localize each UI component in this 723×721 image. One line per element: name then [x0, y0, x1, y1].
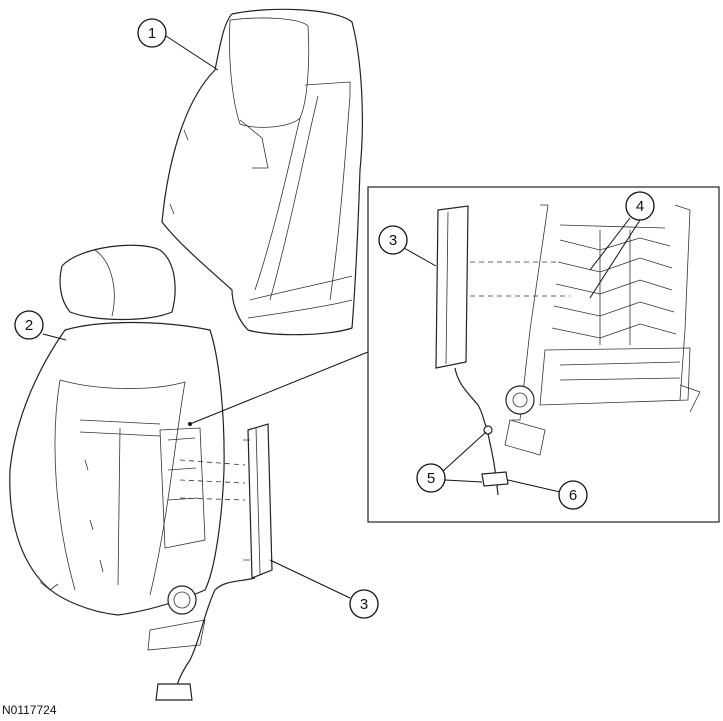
callout-2: 2 — [14, 310, 67, 341]
figure-id-label: N0117724 — [2, 703, 57, 717]
svg-text:6: 6 — [569, 487, 577, 504]
side-airbag-module-main — [155, 423, 273, 701]
svg-text:2: 2 — [25, 317, 33, 334]
svg-text:3: 3 — [389, 232, 397, 249]
svg-text:5: 5 — [427, 470, 435, 487]
callout-5: 5 — [416, 431, 487, 493]
svg-text:1: 1 — [148, 25, 156, 42]
detail-leader-line — [189, 351, 369, 425]
callout-6: 6 — [507, 479, 588, 510]
detail-anchor-dot — [188, 422, 192, 426]
callout-4: 4 — [589, 191, 655, 299]
callout-3-main: 3 — [269, 559, 379, 619]
svg-text:3: 3 — [360, 596, 368, 613]
svg-text:4: 4 — [636, 198, 644, 215]
callout-3-detail: 3 — [378, 225, 437, 267]
seat-back-cover — [161, 8, 363, 336]
seat-back-assembly — [9, 244, 225, 651]
callout-1: 1 — [137, 18, 219, 71]
